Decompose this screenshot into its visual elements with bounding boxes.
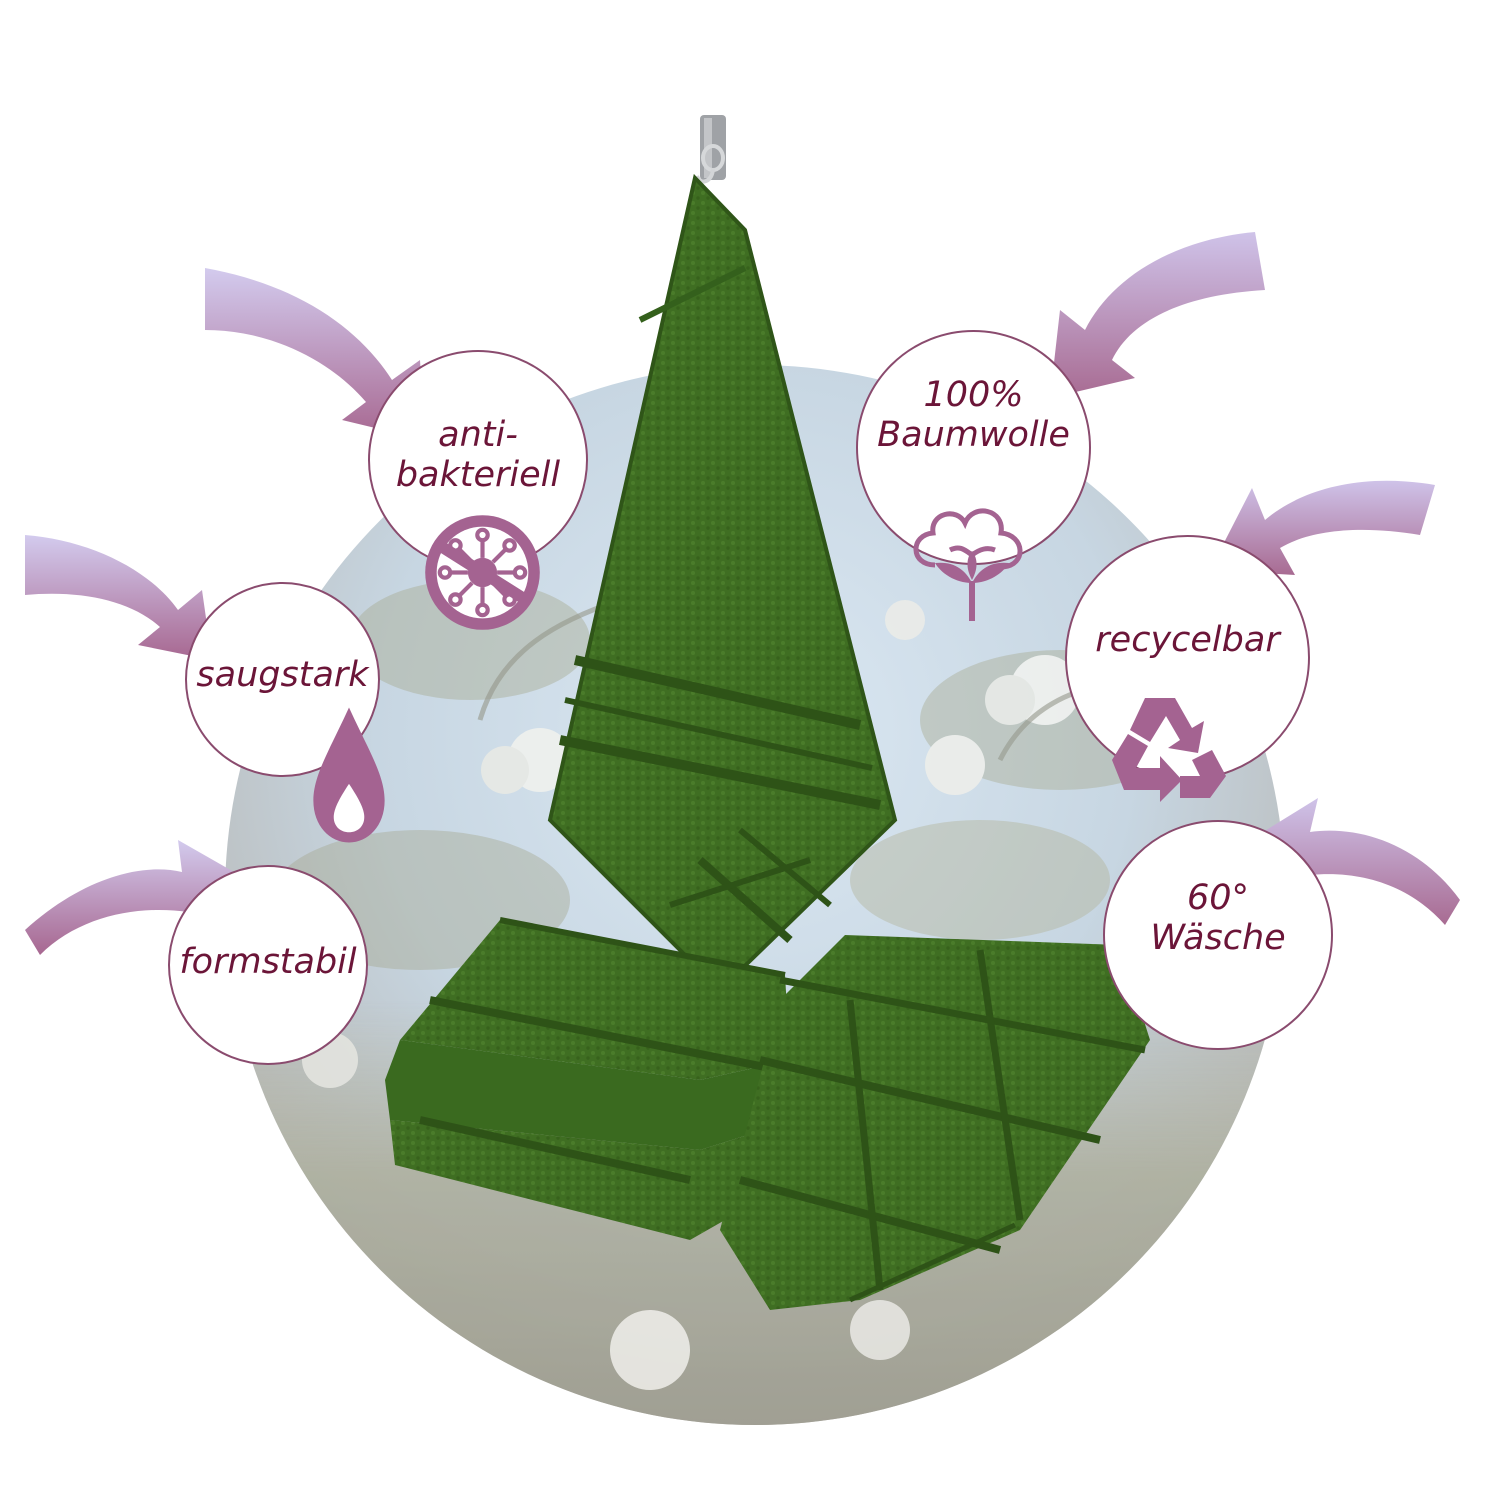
badge-formstabil <box>168 865 368 1065</box>
no-bacteria-icon <box>425 515 540 630</box>
arrow-baumwolle <box>1050 232 1265 398</box>
folded-towel-right <box>720 935 1150 1310</box>
arrow-antibakteriell <box>205 268 425 440</box>
cotton-flower-icon <box>913 508 1023 621</box>
label-antibakteriell: anti- bakteriell <box>395 415 561 495</box>
badge-waesche <box>1103 820 1333 1050</box>
badge-baumwolle <box>856 330 1091 565</box>
label-saugstark: saugstark <box>196 655 369 695</box>
wall-hook <box>695 115 726 184</box>
label-formstabil: formstabil <box>179 942 357 982</box>
arrow-recycelbar <box>1210 480 1435 575</box>
label-recycelbar: recycelbar <box>1095 620 1280 660</box>
hanging-towel <box>547 173 898 993</box>
water-drop-icon <box>313 707 385 843</box>
label-waesche: 60° Wäsche <box>1150 878 1286 958</box>
recycle-icon <box>1112 698 1226 802</box>
arrow-saugstark <box>25 535 212 660</box>
folded-towel-stack <box>385 917 795 1240</box>
label-baumwolle: 100% Baumwolle <box>877 375 1070 455</box>
